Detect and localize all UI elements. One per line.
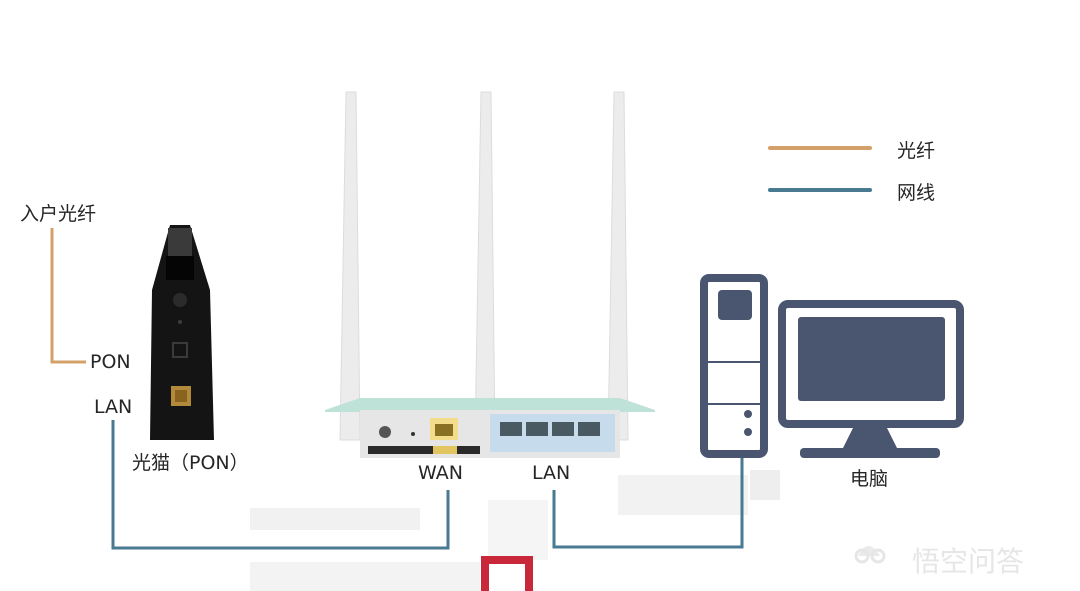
modem-name-label: 光猫（PON）	[132, 452, 249, 474]
computer-label: 电脑	[850, 468, 889, 490]
wukong-logo-icon	[854, 546, 886, 564]
ethernet-cable-router-to-computer	[552, 455, 744, 549]
computer-tower	[700, 274, 768, 458]
watermark-text: 悟空问答	[912, 545, 1025, 578]
legend-label-ethernet: 网线	[897, 182, 936, 204]
legend	[768, 146, 872, 192]
router-lan-port-label: LAN	[532, 462, 571, 484]
fiber-cable	[50, 228, 86, 364]
highlight-box	[481, 556, 533, 591]
modem-lan-port-label: LAN	[94, 396, 133, 418]
computer-monitor	[778, 300, 964, 458]
router-antennas	[339, 91, 629, 441]
legend-label-fiber: 光纤	[897, 140, 936, 162]
modem-pon-port-label: PON	[90, 351, 131, 373]
incoming-fiber-label: 入户光纤	[20, 203, 97, 225]
router	[325, 398, 655, 458]
optical-modem	[150, 225, 214, 440]
router-wan-port-label: WAN	[418, 462, 463, 484]
ethernet-cable-modem-to-router	[111, 420, 450, 550]
